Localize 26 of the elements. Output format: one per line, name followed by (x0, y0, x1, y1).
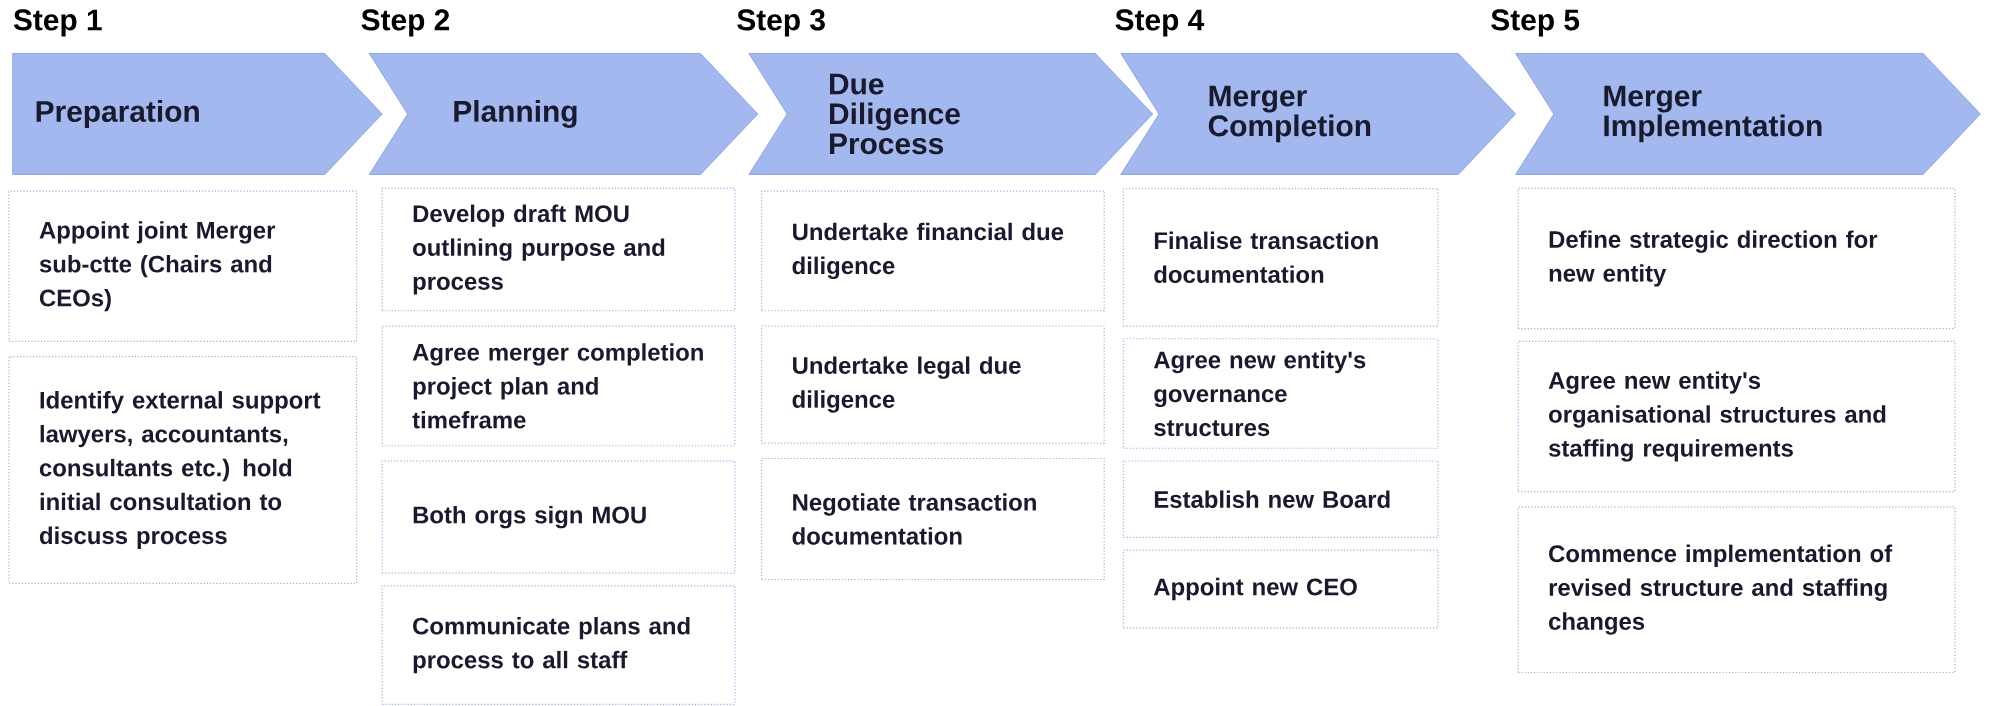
step-box: Commence implementation of revised structure and staffing changes (1517, 506, 1956, 674)
step-box: Identify external support lawyers, accountants, consultants etc.) hold initial consultation to discuss process (8, 356, 358, 584)
step-label: Step 1 (13, 9, 102, 37)
step-box: Undertake legal due diligence (761, 325, 1105, 444)
step-banner: Merger Completion (1120, 53, 1516, 175)
step-label: Step 5 (1491, 9, 1580, 37)
step-label: Step 4 (1115, 9, 1205, 37)
step-box: Undertake financial due diligence (761, 190, 1105, 312)
step-banner: Merger Implementation (1515, 53, 1981, 175)
step-box: Finalise transaction documentation (1122, 187, 1439, 327)
step-box: Establish new Board (1122, 460, 1439, 538)
step-box: Communicate plans and process to all staff (381, 585, 736, 705)
step-banner: Planning (368, 53, 759, 175)
step-box: Define strategic direction for new entity (1517, 187, 1956, 330)
step-banner: Preparation (12, 53, 383, 175)
step-box: Agree new entity's governance structures (1122, 338, 1439, 449)
step-box: Appoint new CEO (1122, 549, 1439, 629)
step-box: Agree merger completion project plan and timeframe (381, 325, 736, 447)
step-box: Agree new entity's organisational structures and staffing requirements (1517, 340, 1956, 493)
step-label: Step 3 (737, 9, 825, 37)
step-label: Step 2 (361, 9, 450, 37)
step-box: Negotiate transaction documentation (761, 457, 1105, 581)
step-box: Develop draft MOU outlining purpose and process (381, 187, 736, 312)
step-box: Both orgs sign MOU (381, 460, 736, 574)
step-banner: Due Diligence Process (748, 53, 1153, 175)
step-box: Appoint joint Merger sub-ctte (Chairs and CEOs) (8, 190, 358, 342)
